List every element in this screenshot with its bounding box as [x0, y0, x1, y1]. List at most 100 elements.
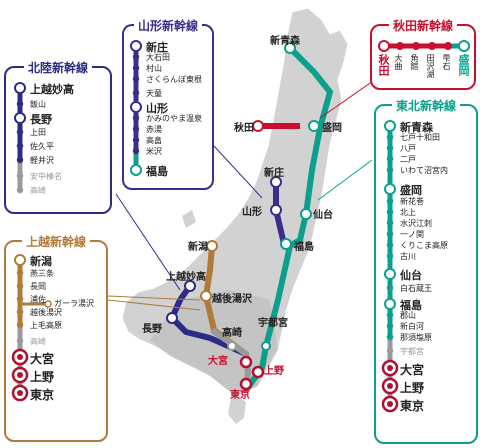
station-label-hokuriku-0: 上越妙高 — [30, 83, 74, 97]
map-label-shin-aomori: 新青森 — [270, 36, 300, 47]
station-label-hokuriku-6: 安中榛名 — [30, 172, 62, 182]
map-label-utsunomiya: 宇都宮 — [258, 318, 288, 329]
station-label-akita-3: 田沢湖 — [426, 54, 435, 78]
station-dot-tohoku-18 — [386, 347, 394, 355]
panel-joetsu: 上越新幹線ガーラ湯沢新潟燕三条長岡浦佐越後湯沢上毛高原高崎大宮上野東京 — [4, 233, 108, 442]
station-dot-joetsu-1 — [16, 269, 24, 277]
station-dot-yamagata-7 — [132, 125, 140, 133]
map-label-morioka: 盛岡 — [322, 123, 342, 134]
station-dot-yamagata-0 — [130, 40, 142, 52]
station-label-joetsu-7: 大宮 — [30, 351, 55, 366]
station-label-hokuriku-4: 佐久平 — [30, 142, 54, 152]
station-dot-yamagata-6 — [132, 114, 140, 122]
station-dot-joetsu-0 — [14, 254, 26, 266]
station-label-akita-0: 秋田 — [377, 54, 390, 76]
station-dot-tohoku-1 — [386, 133, 394, 141]
panel-line-akita — [378, 40, 470, 52]
station-label-tohoku-16: 新白河 — [400, 322, 424, 332]
connector-joetsu-1 — [107, 295, 201, 301]
station-label-joetsu-8: 上野 — [30, 369, 55, 384]
station-dot-tohoku-13 — [386, 284, 394, 292]
station-label-tohoku-21: 東京 — [400, 398, 425, 413]
station-dot-yamagata-2 — [132, 64, 140, 72]
station-label-joetsu-2: 長岡 — [30, 282, 46, 292]
station-label-yamagata-7: 赤湯 — [146, 125, 162, 135]
map-label-echigoyuzawa: 越後湯沢 — [212, 294, 252, 305]
station-label-joetsu-5: 上毛高原 — [30, 321, 62, 331]
station-label-yamagata-3: さくらんぼ東根 — [146, 75, 202, 85]
station-dot-akita-4 — [444, 42, 452, 50]
station-dot-yamagata-4 — [132, 89, 140, 97]
station-label-hokuriku-1: 飯山 — [30, 100, 46, 110]
station-label-tohoku-0: 新青森 — [400, 121, 433, 135]
map-label-shinjo: 新庄 — [264, 168, 284, 179]
station-label-yamagata-8: 高畠 — [146, 136, 162, 146]
map-label-tokyo: 東京 — [230, 390, 250, 401]
station-dot-akita-3 — [428, 42, 436, 50]
station-label-tohoku-17: 那須塩原 — [400, 333, 432, 343]
panel-hokuriku: 北陸新幹線上越妙高飯山長野上田佐久平軽井沢安中榛名高崎 — [4, 59, 112, 214]
station-label-yamagata-10: 福島 — [146, 165, 168, 179]
connector-hokuriku — [115, 193, 181, 291]
station-dot-tohoku-0 — [384, 120, 396, 132]
map-label-sendai: 仙台 — [313, 210, 333, 221]
panel-title-akita: 秋田新幹線 — [388, 17, 458, 34]
station-label-tohoku-2: 八戸 — [400, 144, 416, 154]
station-label-tohoku-12: 仙台 — [400, 269, 422, 283]
station-dot-joetsu-3 — [16, 295, 24, 303]
station-dot-hokuriku-2 — [14, 112, 26, 124]
station-dot-akita-5 — [458, 40, 470, 52]
station-label-yamagata-2: 村山 — [146, 64, 162, 74]
station-label-akita-5: 盛岡 — [457, 54, 470, 76]
station-dot-joetsu-5 — [16, 321, 24, 329]
station-dot-yamagata-8 — [132, 136, 140, 144]
station-label-tohoku-18: 宇都宮 — [400, 347, 424, 357]
station-dot-tohoku-4 — [386, 166, 394, 174]
station-dot-tohoku-5 — [384, 183, 396, 195]
station-label-tohoku-13: 白石蔵王 — [400, 284, 432, 294]
station-dot-tohoku-10 — [386, 241, 394, 249]
panel-akita: 秋田新幹線秋田大曲角館田沢湖雫石盛岡 — [370, 17, 476, 90]
station-dot-akita-2 — [412, 42, 420, 50]
station-dot-tohoku-14 — [384, 298, 396, 310]
station-label-tohoku-4: いわて沼宮内 — [400, 166, 448, 176]
map-label-joetsumyoko: 上越妙高 — [166, 272, 206, 283]
connector-joetsu-2 — [107, 299, 201, 311]
station-label-gala-yuzawa: ガーラ湯沢 — [54, 299, 94, 308]
station-label-tohoku-5: 盛岡 — [400, 184, 422, 198]
map-label-omiya: 大宮 — [208, 356, 228, 367]
station-dot-joetsu-6 — [16, 337, 24, 345]
map-label-yamagata: 山形 — [242, 207, 262, 218]
station-dot-yamagata-1 — [132, 53, 140, 61]
station-label-yamagata-0: 新庄 — [146, 41, 168, 55]
station-dot-akita-1 — [396, 42, 404, 50]
station-dot-hokuriku-0 — [14, 82, 26, 94]
station-dot-joetsu-4 — [16, 308, 24, 316]
station-label-tohoku-14: 福島 — [400, 299, 422, 313]
station-dot-yamagata-10 — [130, 164, 142, 176]
panel-line-yamagata — [130, 40, 142, 176]
panel-yamagata: 山形新幹線新庄大石田村山さくらんぼ東根天童山形かみのやま温泉赤湯高畠米沢福島 — [122, 17, 214, 190]
station-dot-yamagata-3 — [132, 75, 140, 83]
station-dot-hokuriku-3 — [16, 128, 24, 136]
panel-title-joetsu: 上越新幹線 — [21, 233, 91, 250]
land-sado — [182, 210, 196, 228]
station-dot-tohoku-12 — [384, 268, 396, 280]
station-label-joetsu-6: 高崎 — [30, 337, 46, 347]
station-label-hokuriku-3: 上田 — [30, 128, 46, 138]
station-label-akita-4: 雫石 — [442, 54, 451, 70]
station-label-tohoku-9: 一ノ関 — [400, 230, 424, 240]
connector-yamagata — [213, 145, 263, 199]
map-label-fukushima: 福島 — [294, 242, 314, 253]
station-label-joetsu-9: 東京 — [30, 387, 55, 402]
station-dot-tohoku-2 — [386, 144, 394, 152]
station-label-hokuriku-2: 長野 — [30, 113, 52, 127]
station-dot-tohoku-9 — [386, 230, 394, 238]
station-label-akita-2: 角館 — [410, 54, 419, 70]
station-dot-hokuriku-5 — [16, 156, 24, 164]
station-label-joetsu-4: 越後湯沢 — [30, 308, 62, 318]
panel-line-tohoku — [381, 120, 399, 413]
map-label-ueno: 上野 — [264, 366, 284, 377]
